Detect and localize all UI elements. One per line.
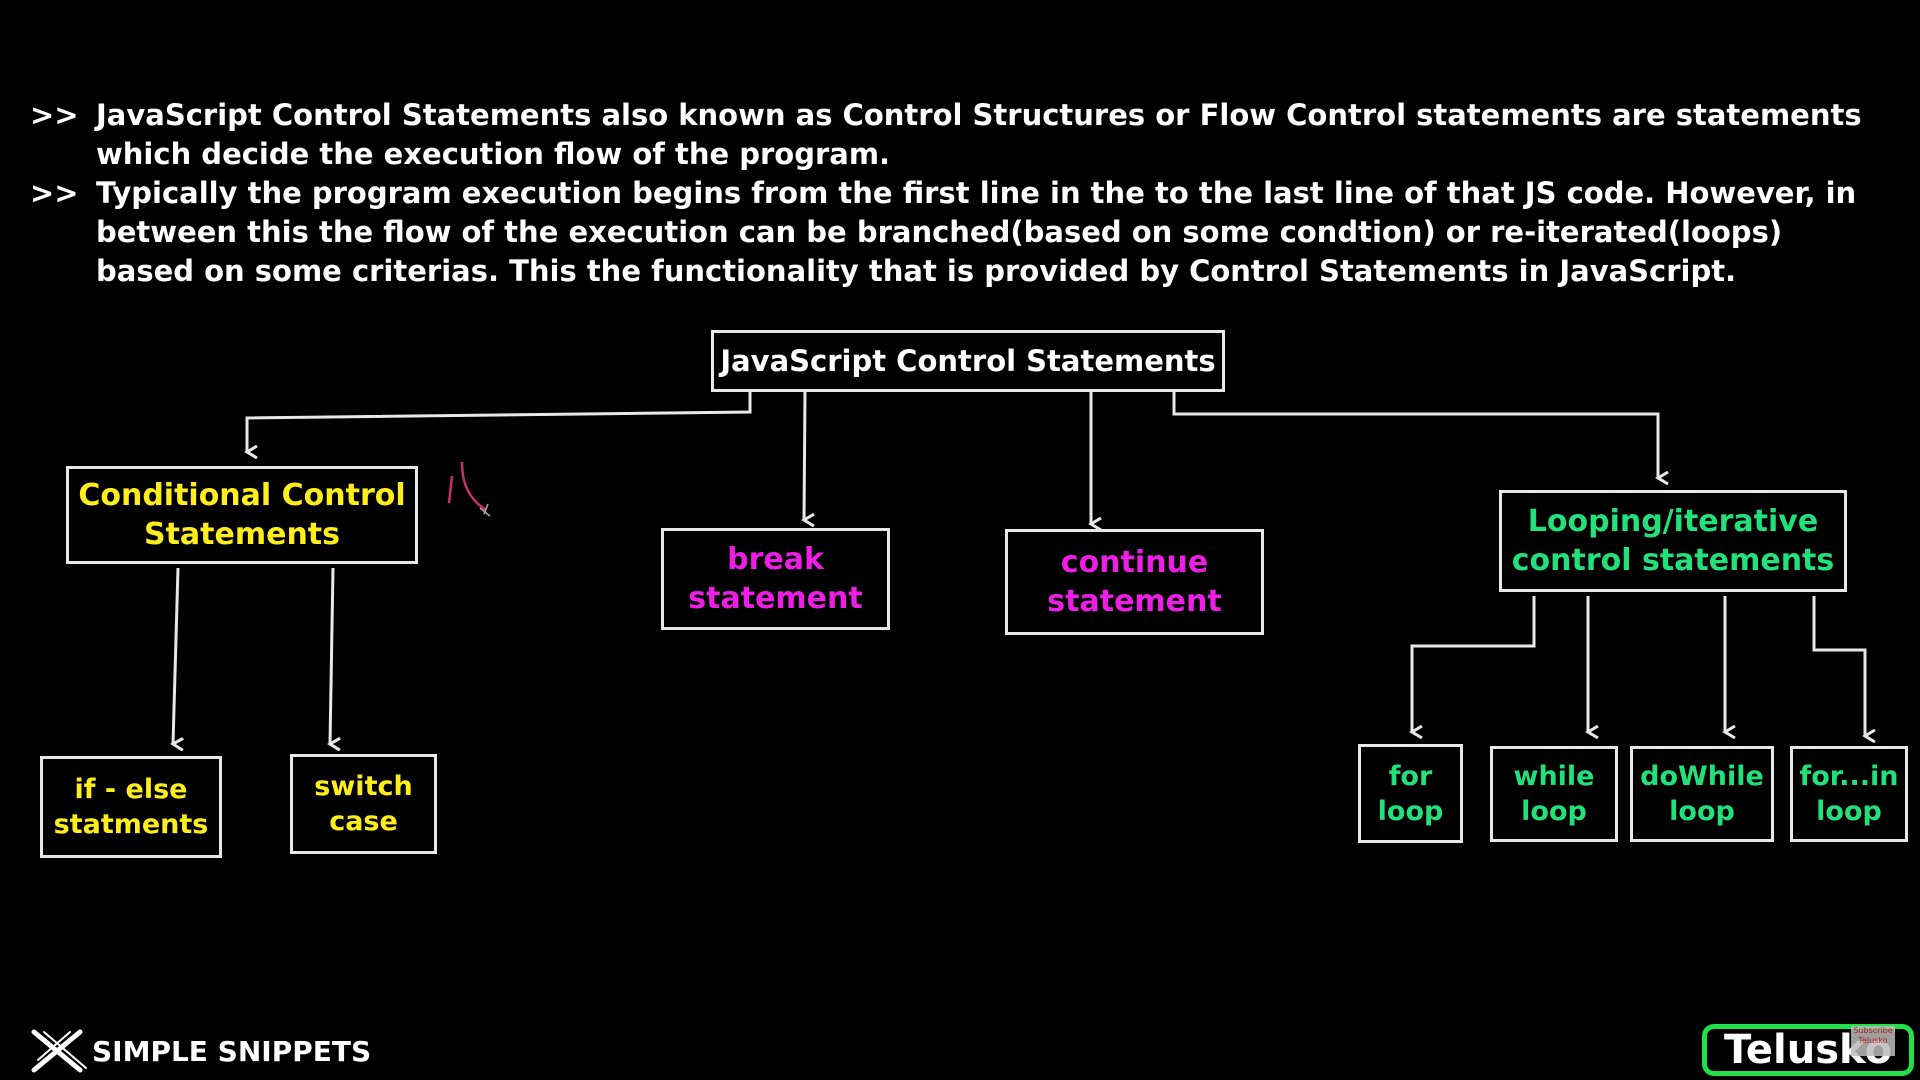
root-node-label: JavaScript Control Statements bbox=[720, 344, 1216, 378]
root-node: JavaScript Control Statements bbox=[711, 330, 1225, 392]
edge-cond-switch bbox=[330, 567, 333, 744]
while-loop-node-line-2: loop bbox=[1521, 796, 1587, 827]
edge-root-break bbox=[804, 391, 805, 520]
break-node-line-1: break bbox=[727, 542, 824, 577]
conditional-node: Conditional Control Statements bbox=[66, 466, 418, 564]
if-else-node: if - else statments bbox=[40, 756, 222, 858]
looping-node-line-2: control statements bbox=[1511, 543, 1835, 578]
if-else-node-line-2: statments bbox=[53, 809, 209, 840]
break-node-line-2: statement bbox=[688, 581, 863, 616]
for-loop-node-line-1: for bbox=[1388, 760, 1433, 792]
continue-node-line-1: continue bbox=[1060, 545, 1209, 580]
edge-loop-for bbox=[1412, 596, 1536, 732]
looping-node-line-1: Looping/iterative bbox=[1527, 504, 1819, 539]
intro-paragraph-1: >> JavaScript Control Statements also kn… bbox=[30, 96, 1890, 174]
watermark-line-1: Subscribe bbox=[1853, 1026, 1893, 1035]
conditional-node-line-2: Statements bbox=[143, 517, 341, 552]
if-else-node-line-1: if - else bbox=[74, 774, 188, 805]
switch-node-line-2: case bbox=[329, 806, 398, 837]
dowhile-loop-node-line-1: doWhile bbox=[1640, 761, 1764, 792]
bullet-marker: >> bbox=[30, 176, 79, 210]
for-loop-node-line-2: loop bbox=[1377, 795, 1444, 827]
simple-snippets-logo: SIMPLE SNIPPETS bbox=[30, 1028, 371, 1074]
continue-node-line-2: statement bbox=[1047, 584, 1222, 619]
bullet-marker: >> bbox=[30, 98, 79, 132]
dowhile-loop-node: doWhile loop bbox=[1630, 746, 1774, 842]
intro-paragraph-text: JavaScript Control Statements also known… bbox=[96, 98, 1862, 171]
intro-paragraph-text: Typically the program execution begins f… bbox=[96, 176, 1857, 288]
looping-node: Looping/iterative control statements bbox=[1499, 490, 1847, 592]
forin-loop-node-line-2: loop bbox=[1816, 796, 1882, 827]
pen-scribble bbox=[447, 461, 491, 517]
forin-loop-node: for...in loop bbox=[1790, 746, 1908, 842]
intro-paragraph-2: >> Typically the program execution begin… bbox=[30, 174, 1890, 291]
break-node: break statement bbox=[661, 528, 890, 630]
edge-root-looping bbox=[1172, 392, 1658, 478]
conditional-node-line-1: Conditional Control bbox=[78, 478, 406, 513]
x-logo-icon bbox=[31, 1029, 87, 1073]
subscribe-watermark[interactable]: Subscribe Telusko bbox=[1851, 1026, 1895, 1056]
forin-loop-node-line-1: for...in bbox=[1799, 761, 1899, 792]
switch-node: switch case bbox=[290, 754, 437, 854]
watermark-line-2: Telusko bbox=[1858, 1036, 1888, 1045]
edge-root-conditional bbox=[247, 392, 752, 452]
while-loop-node: while loop bbox=[1490, 746, 1618, 842]
dowhile-loop-node-line-2: loop bbox=[1669, 796, 1735, 827]
edge-cond-ifelse bbox=[173, 567, 178, 744]
switch-node-line-1: switch bbox=[314, 771, 413, 802]
edge-loop-forin bbox=[1812, 596, 1865, 736]
for-loop-node: for loop bbox=[1358, 744, 1463, 843]
simple-snippets-label: SIMPLE SNIPPETS bbox=[92, 1034, 372, 1068]
while-loop-node-line-1: while bbox=[1513, 761, 1595, 792]
continue-node: continue statement bbox=[1005, 529, 1264, 635]
intro-text: >> JavaScript Control Statements also kn… bbox=[30, 96, 1890, 291]
